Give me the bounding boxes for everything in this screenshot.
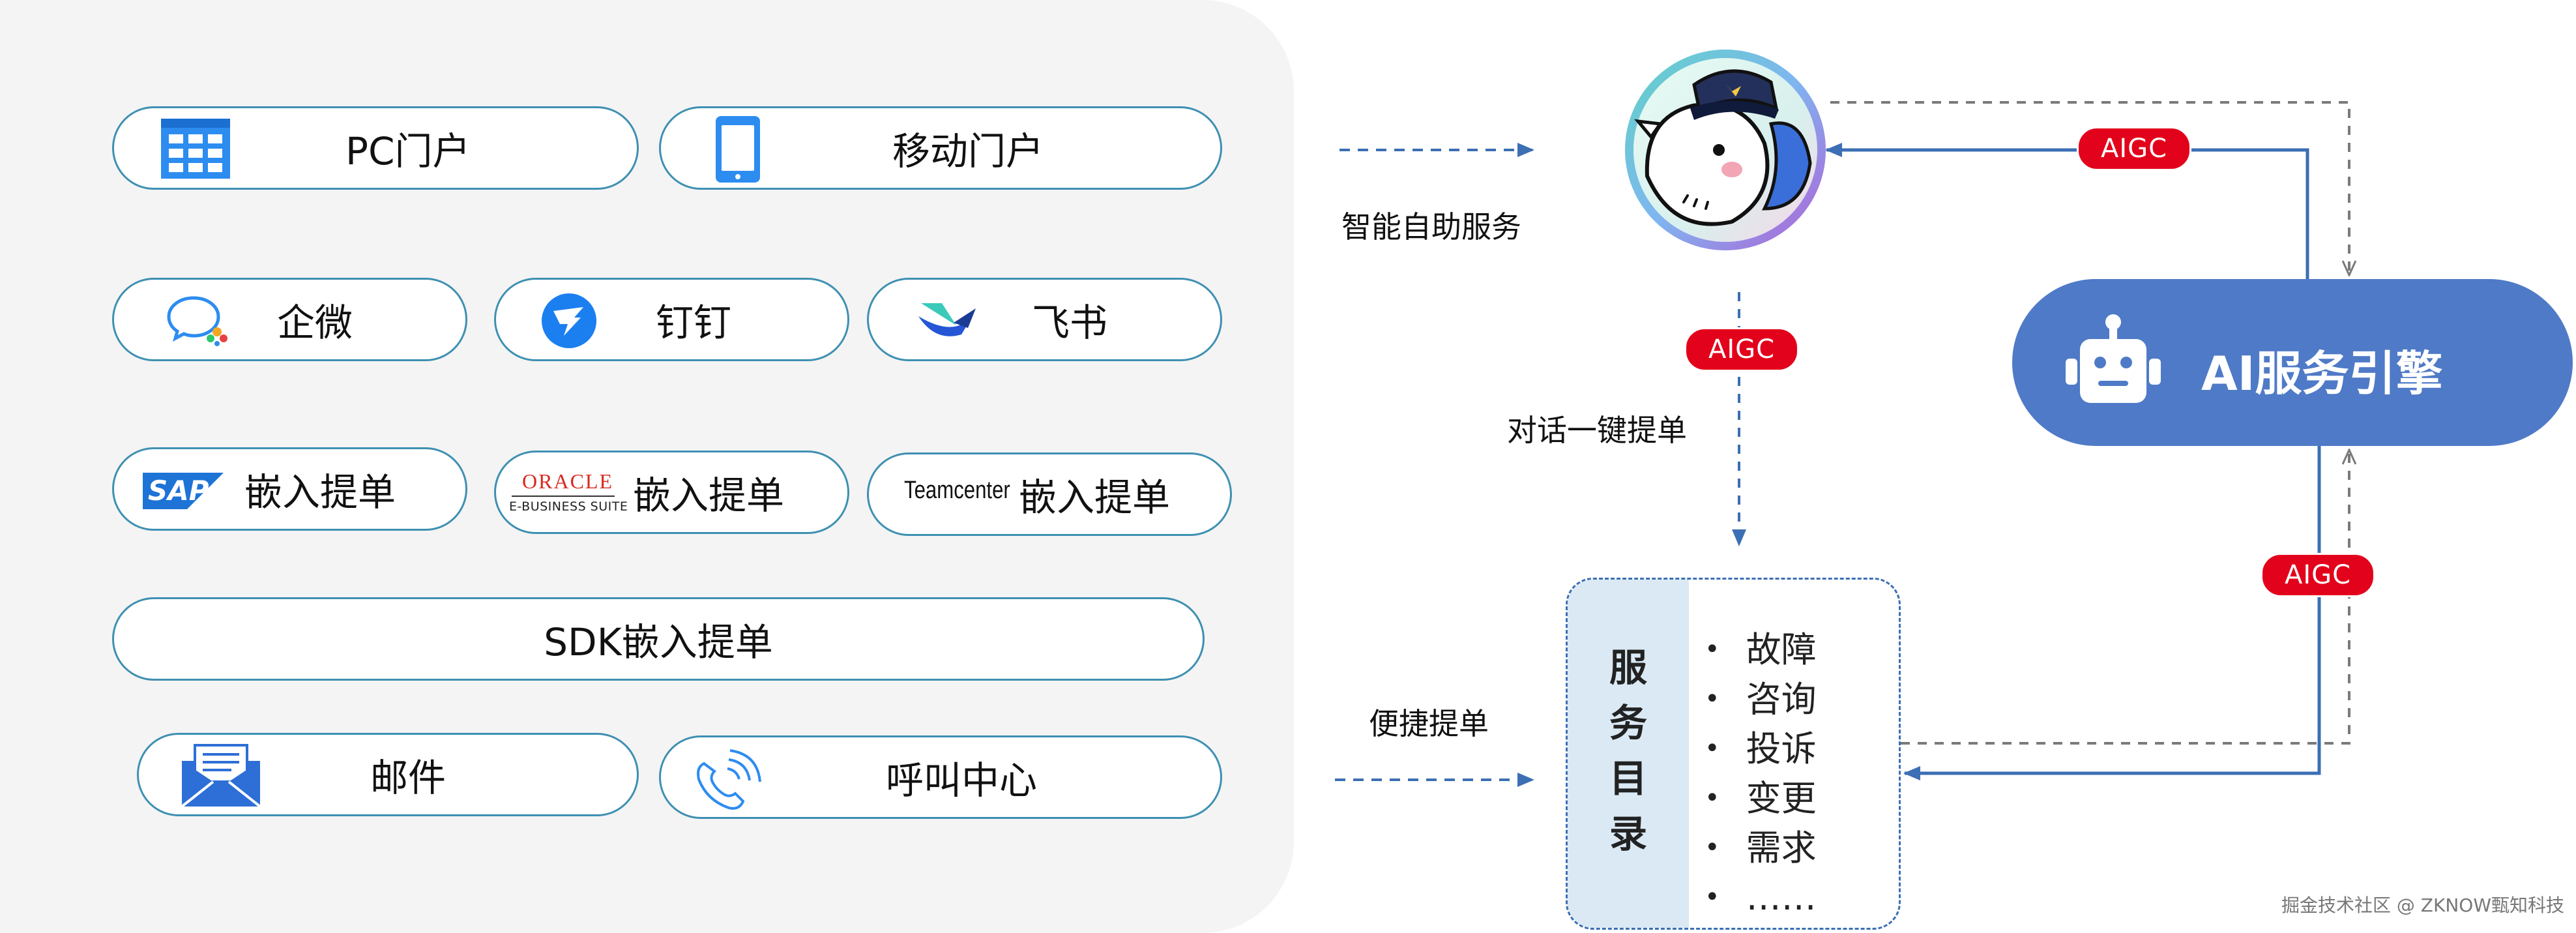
ai-service-engine[interactable]: AI服务引擎: [2012, 279, 2573, 446]
catalog-item-complaint[interactable]: 投诉: [1705, 724, 1817, 774]
feishu-icon: [918, 303, 976, 336]
catalog-title-char-4: 录: [1609, 812, 1647, 856]
feishu-label: 飞书: [1032, 301, 1108, 345]
pc-portal-pill[interactable]: PC门户: [112, 106, 639, 190]
web-page-icon: [161, 119, 230, 179]
phone-call-icon: [697, 749, 761, 810]
catalog-item-consult[interactable]: 咨询: [1705, 675, 1817, 724]
chat-ticket-label: 对话一键提单: [1507, 413, 1687, 448]
service-catalog: 服 务 目 录 故障 咨询 投诉 变更 需求 ……: [1566, 578, 1901, 930]
oracle-subtext: E-BUSINESS SUITE: [509, 499, 628, 514]
watermark-text: 掘金技术社区 @ ZKNOW甄知科技: [2281, 895, 2564, 916]
wecom-label: 企微: [277, 301, 353, 345]
oracle-pill[interactable]: ORACLE E-BUSINESS SUITE 嵌入提单: [494, 451, 849, 534]
feishu-pill[interactable]: 飞书: [867, 278, 1222, 361]
sap-logo-icon: [143, 473, 224, 509]
mobile-portal-label: 移动门户: [892, 129, 1044, 173]
email-label: 邮件: [370, 756, 446, 800]
catalog-title-char-3: 目: [1609, 756, 1647, 801]
wecom-icon: [167, 296, 227, 346]
pc-portal-label: PC门户: [345, 129, 471, 173]
arrow-engine-to-assistant: [1825, 143, 2309, 279]
aigc-badge-right: AIGC: [2261, 553, 2375, 597]
catalog-item-change[interactable]: 变更: [1705, 774, 1817, 823]
catalog-item-fault[interactable]: 故障: [1705, 625, 1817, 675]
sap-pill[interactable]: SAP 嵌入提单: [112, 447, 467, 531]
wecom-pill[interactable]: 企微: [112, 278, 467, 361]
sdk-pill[interactable]: SDK嵌入提单: [112, 597, 1205, 681]
sap-label: 嵌入提单: [244, 470, 396, 514]
aigc-badge-top: AIGC: [2077, 126, 2191, 171]
catalog-title-band: [1568, 580, 1689, 928]
teamcenter-label: 嵌入提单: [1019, 475, 1171, 520]
teamcenter-logo-text: Teamcenter: [904, 477, 1010, 504]
dingtalk-icon: [542, 293, 596, 348]
catalog-title-char-1: 服: [1609, 645, 1647, 690]
arrow-engine-to-catalog: [1903, 446, 2321, 780]
catalog-title-char-2: 务: [1609, 701, 1647, 745]
robot-icon: [2066, 314, 2161, 403]
self-service-label: 智能自助服务: [1341, 209, 1521, 244]
teamcenter-pill[interactable]: Teamcenter 嵌入提单: [867, 452, 1232, 536]
catalog-item-more: ……: [1705, 873, 1817, 923]
assistant-mascot-icon: [1625, 50, 1826, 250]
dingtalk-label: 钉钉: [656, 301, 732, 345]
catalog-item-list: 故障 咨询 投诉 变更 需求 ……: [1705, 625, 1817, 923]
oracle-label: 嵌入提单: [633, 473, 785, 518]
aigc-badge-middle: AIGC: [1684, 327, 1799, 372]
mobile-phone-icon: [716, 116, 760, 183]
email-pill[interactable]: 邮件: [137, 733, 639, 816]
arrow-catalog-to-engine: [1901, 450, 2349, 745]
oracle-logo-text: ORACLE: [522, 469, 613, 493]
oracle-logo-underline: [512, 496, 615, 497]
catalog-item-demand[interactable]: 需求: [1705, 823, 1817, 873]
sdk-label: SDK嵌入提单: [544, 620, 773, 664]
sap-logo-text: SAP: [148, 475, 209, 507]
call-center-label: 呼叫中心: [886, 758, 1038, 803]
call-center-pill[interactable]: 呼叫中心: [659, 735, 1222, 819]
dingtalk-pill[interactable]: 钉钉: [494, 278, 849, 361]
engine-label: AI服务引擎: [2201, 346, 2443, 401]
arrow-assistant-to-engine: [1830, 101, 2349, 275]
quick-ticket-label: 便捷提单: [1369, 706, 1489, 741]
envelope-icon: [181, 744, 261, 808]
mobile-portal-pill[interactable]: 移动门户: [659, 106, 1222, 190]
